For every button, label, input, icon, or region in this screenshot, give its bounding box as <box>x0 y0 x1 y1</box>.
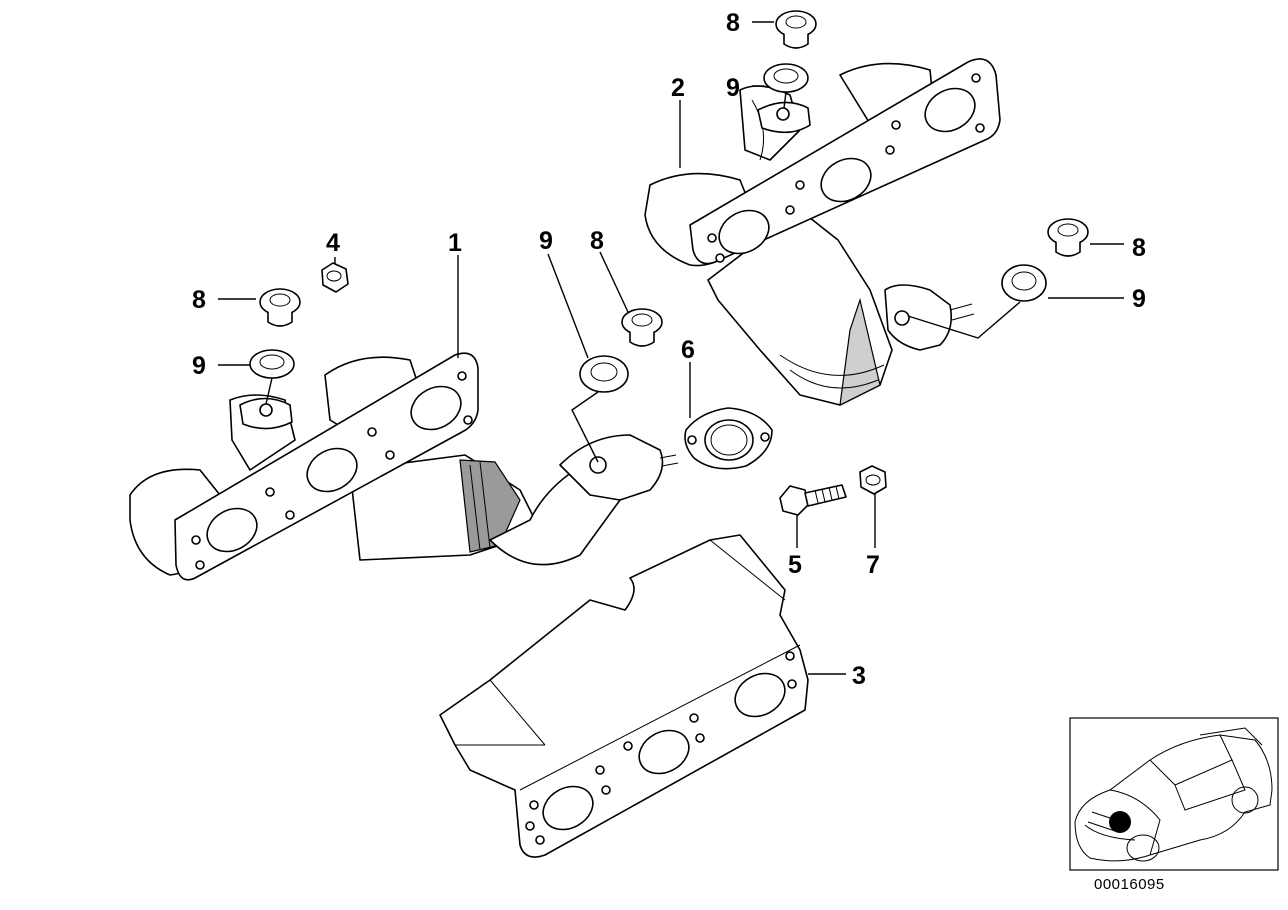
callout-8-left: 8 <box>192 286 206 314</box>
sealing-ring-9c <box>763 63 809 93</box>
callout-7: 7 <box>866 551 880 579</box>
callout-9-right: 9 <box>1132 285 1146 313</box>
gasket-6 <box>684 407 773 470</box>
callout-5: 5 <box>788 551 802 579</box>
nut-4 <box>321 262 349 293</box>
exhaust-manifold-2 <box>644 58 1001 407</box>
car-outline-icon <box>1074 727 1273 862</box>
callout-9-top: 9 <box>726 74 740 102</box>
callout-2: 2 <box>671 74 685 102</box>
callout-9-center: 9 <box>539 227 553 255</box>
callout-8-center: 8 <box>590 227 604 255</box>
sealing-ring-9a <box>249 349 295 379</box>
callout-8-right: 8 <box>1132 234 1146 262</box>
screw-plug-8c <box>775 10 817 49</box>
nut-7 <box>859 465 887 495</box>
catalog-number: 00016095 <box>1094 876 1165 893</box>
callout-1: 1 <box>448 229 462 257</box>
sealing-ring-9b <box>579 355 629 393</box>
bolt-5 <box>779 484 847 516</box>
location-marker-icon <box>1109 811 1131 833</box>
callout-9-left: 9 <box>192 352 206 380</box>
heat-shield-3 <box>439 534 809 858</box>
exhaust-manifold-1 <box>129 352 679 581</box>
sealing-ring-9d <box>1001 264 1047 302</box>
vehicle-location-inset <box>1069 717 1279 871</box>
callout-8-top: 8 <box>726 9 740 37</box>
screw-plug-8a <box>259 288 301 327</box>
screw-plug-8b <box>621 308 663 347</box>
leader-lines <box>218 21 1124 675</box>
callout-4: 4 <box>326 229 340 257</box>
screw-plug-8d <box>1047 218 1089 257</box>
callout-6: 6 <box>681 336 695 364</box>
callout-3: 3 <box>852 662 866 690</box>
